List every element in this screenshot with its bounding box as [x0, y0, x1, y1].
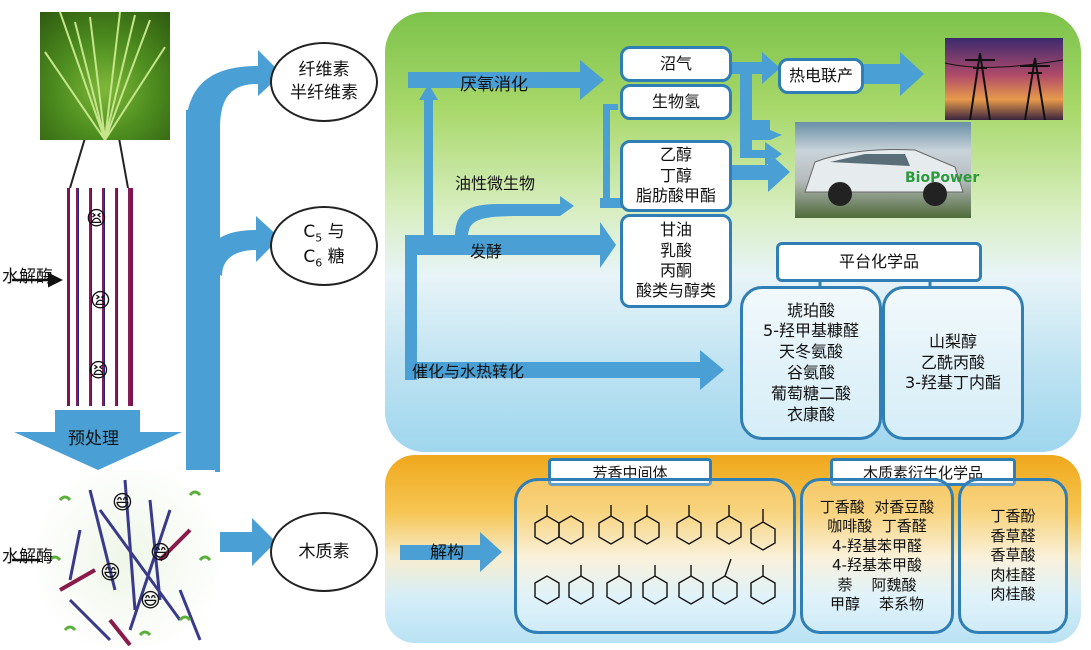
enzyme-icon: 😄: [112, 490, 133, 514]
fragmented-biomass: 😄 😄 😄 😄: [40, 470, 215, 647]
sugar-node: C5 与 C6 糖: [270, 206, 378, 286]
hydrolase-label-bottom: 水解酶: [2, 547, 53, 567]
catalytic-label: 催化与水热转化: [412, 362, 525, 381]
trunk-arrow: [186, 110, 220, 472]
anaerobic-label: 厌氧消化: [460, 75, 528, 95]
anaerobic-arrow: [408, 60, 604, 100]
oleaginous-label: 油性微生物: [455, 174, 536, 193]
platform-title: 平台化学品: [776, 242, 982, 282]
catalytic-arrow: [405, 350, 724, 390]
fiber-structure: 😫 😫 😫: [67, 188, 133, 406]
oleaginous-arrow: [455, 196, 574, 238]
pretreatment-label: 预处理: [68, 429, 119, 449]
aromatic-structures: [514, 478, 796, 634]
power-grid-photo: [944, 38, 1064, 121]
fermentation-label: 发酵: [470, 242, 503, 261]
fuels-box: 乙醇丁醇脂肪酸甲酯: [620, 140, 732, 212]
arrow-to-cellulose: [186, 50, 282, 130]
aromatic-title: 芳香中间体: [548, 458, 712, 486]
biohydrogen-box: 生物氢: [620, 84, 732, 120]
grass-photo: [40, 11, 170, 141]
pretreatment-arrow: [14, 410, 182, 470]
aromatic-molecules-drawing: [534, 505, 776, 605]
biogas-box: 沼气: [620, 46, 732, 82]
enzyme-icon: 😫: [90, 288, 111, 312]
arrow-to-lignin: [220, 518, 276, 566]
enzyme-icon: 😫: [86, 206, 107, 230]
enzyme-icon: 😄: [100, 560, 121, 584]
enzyme-icon: 😄: [150, 540, 171, 564]
cellulose-node: 纤维素半纤维素: [270, 42, 378, 122]
deconstruct-arrow: [400, 532, 502, 572]
car-logo-text: BioPower: [905, 170, 980, 186]
hydrolase-label-top: 水解酶: [2, 267, 53, 287]
biofuel-car-photo: BioPower: [795, 122, 979, 218]
enzyme-icon: 😫: [88, 358, 109, 382]
ferm-products-box: 甘油乳酸丙酮酸类与醇类: [620, 214, 732, 308]
arrow-to-sugar: [204, 216, 280, 276]
enzyme-icon: 😄: [140, 588, 161, 612]
lignin-node: 木质素: [270, 512, 378, 592]
chp-box: 热电联产: [778, 58, 864, 94]
lignin-chem-title: 木质素衍生化学品: [830, 458, 1016, 486]
fermentation-arrow: [405, 222, 616, 268]
lignin-chemicals-b: 丁香酚香草醛香草酸 肉桂醛肉桂酸: [958, 478, 1068, 634]
deconstruct-label: 解构: [430, 543, 464, 563]
